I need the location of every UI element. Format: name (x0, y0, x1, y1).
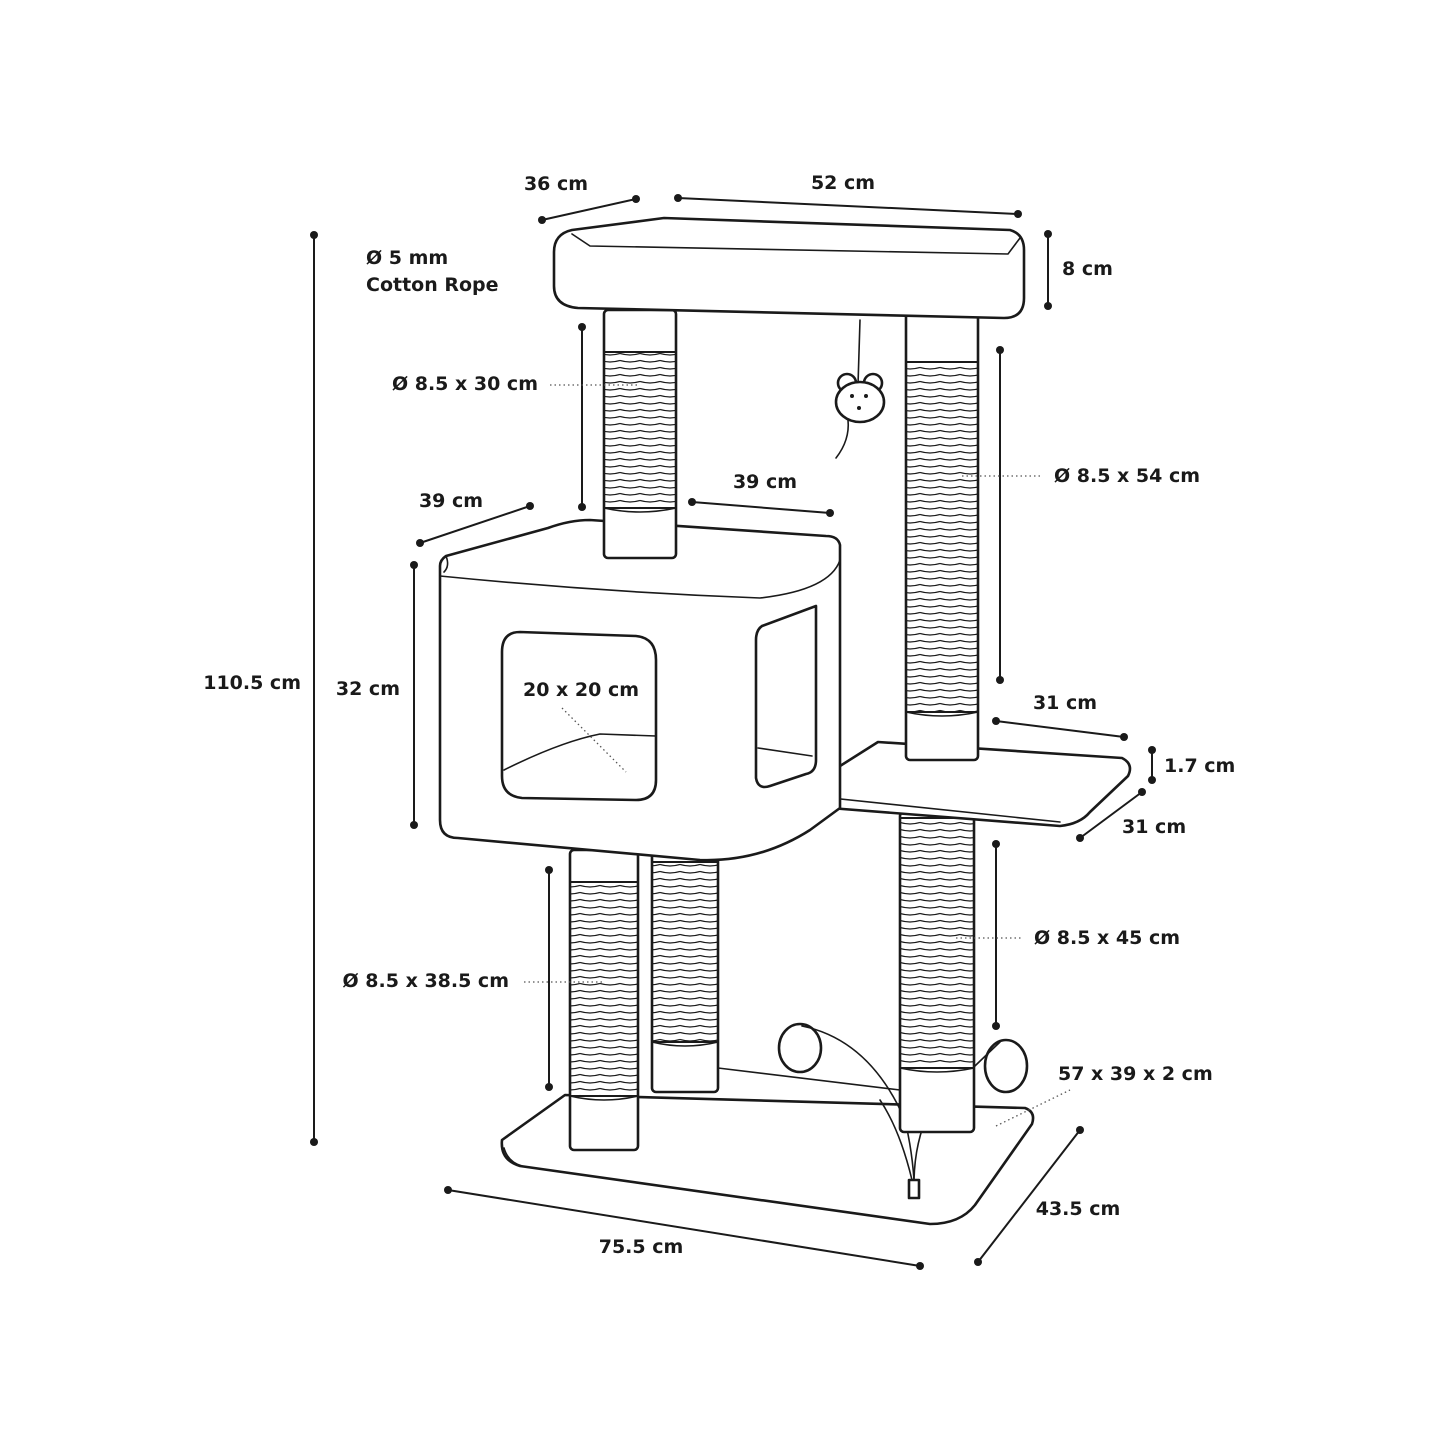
label-base-size: 57 x 39 x 2 cm (1058, 1063, 1213, 1085)
label-platform-thickness: 1.7 cm (1164, 755, 1235, 777)
label-top-depth: 36 cm (524, 173, 588, 195)
post-right-lower (898, 810, 976, 1134)
label-overall-height: 110.5 cm (203, 672, 301, 694)
label-platform-depth: 31 cm (1122, 816, 1186, 838)
label-box-height: 32 cm (336, 678, 400, 700)
label-box-depth: 39 cm (419, 490, 483, 512)
box-opening-side (754, 604, 818, 789)
small-platform (808, 740, 1132, 828)
label-rope-diameter: Ø 5 mm (366, 247, 448, 269)
post-right-upper (904, 310, 980, 762)
dimension-labels: 36 cm 52 cm 8 cm Ø 5 mm Cotton Rope Ø 8.… (203, 172, 1235, 1258)
label-box-width: 39 cm (733, 471, 797, 493)
label-rope-material: Cotton Rope (366, 274, 499, 296)
top-perch (552, 216, 1026, 320)
post-top-left (602, 308, 678, 560)
label-platform-width: 31 cm (1033, 692, 1097, 714)
post-bottom-left (568, 848, 640, 1152)
label-base-width: 75.5 cm (599, 1236, 684, 1258)
box-opening-front (500, 630, 658, 802)
label-post-right-upper: Ø 8.5 x 54 cm (1054, 465, 1200, 487)
label-post-top-left: Ø 8.5 x 30 cm (392, 373, 538, 395)
label-opening: 20 x 20 cm (523, 679, 639, 701)
label-post-right-lower: Ø 8.5 x 45 cm (1034, 927, 1180, 949)
leader-lines (524, 384, 1071, 1127)
spring-toy (777, 1022, 1029, 1200)
mouse-toy (834, 319, 886, 459)
label-base-depth: 43.5 cm (1036, 1198, 1121, 1220)
label-post-bottom-left: Ø 8.5 x 38.5 cm (343, 970, 509, 992)
label-top-height: 8 cm (1062, 258, 1113, 280)
label-top-width: 52 cm (811, 172, 875, 194)
dimension-lines (310, 194, 1156, 1270)
post-bottom-middle (650, 848, 901, 1094)
